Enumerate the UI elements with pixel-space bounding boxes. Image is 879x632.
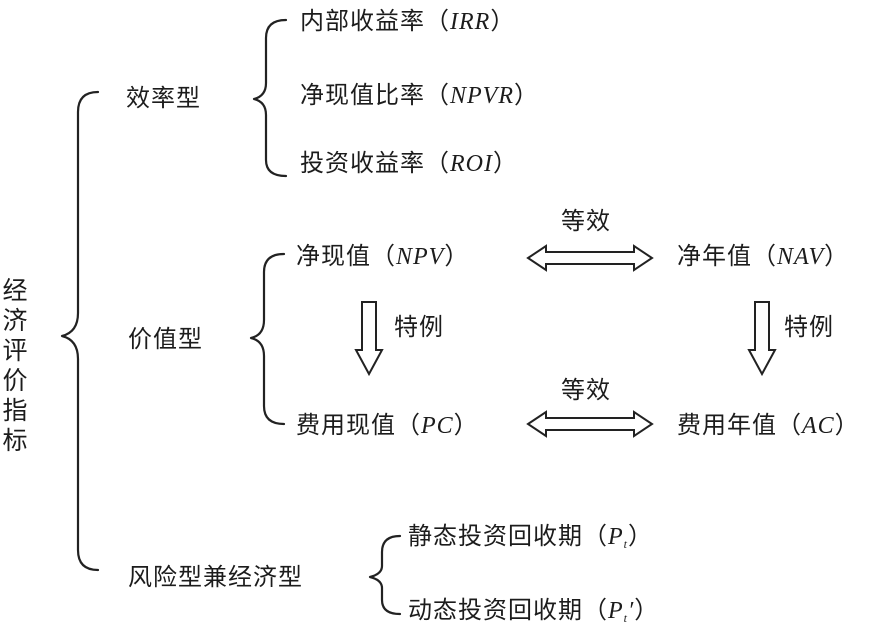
metric-irr: 内部收益率（IRR）	[300, 7, 516, 35]
metric-ac: 费用年值（AC）	[677, 411, 860, 439]
main-brace	[60, 90, 100, 572]
risk-label: 风险型兼经济型	[128, 563, 303, 591]
efficiency-brace	[252, 18, 288, 178]
root-char: 标	[2, 426, 28, 455]
metric-pc: 费用现值（PC）	[296, 411, 479, 439]
equivalent-arrow-bottom	[526, 410, 654, 438]
equivalent-arrow-top	[526, 244, 654, 272]
root-char: 指	[2, 396, 28, 425]
root-char: 济	[2, 306, 28, 335]
metric-npv: 净现值（NPV）	[296, 242, 470, 270]
metric-dynamic-payback: 动态投资回收期（Pt′）	[408, 596, 660, 625]
root-char: 评	[2, 336, 28, 365]
special-case-label-left: 特例	[394, 313, 444, 341]
special-case-arrow-left	[354, 301, 384, 377]
metric-static-payback: 静态投资回收期（Pt）	[408, 522, 654, 551]
root-label: 经 济 评 价 指 标	[0, 276, 30, 456]
risk-brace	[368, 534, 402, 616]
value-label: 价值型	[128, 325, 203, 353]
special-case-label-right: 特例	[784, 313, 834, 341]
metric-nav: 净年值（NAV）	[677, 242, 850, 270]
special-case-arrow-right	[747, 301, 777, 377]
equivalent-label-bottom: 等效	[561, 376, 611, 404]
efficiency-label: 效率型	[126, 84, 201, 112]
metric-roi: 投资收益率（ROI）	[300, 149, 518, 177]
root-char: 价	[2, 366, 28, 395]
root-char: 经	[2, 276, 28, 305]
metric-npvr: 净现值比率（NPVR）	[300, 81, 539, 109]
equivalent-label-top: 等效	[561, 207, 611, 235]
value-brace	[249, 252, 286, 426]
